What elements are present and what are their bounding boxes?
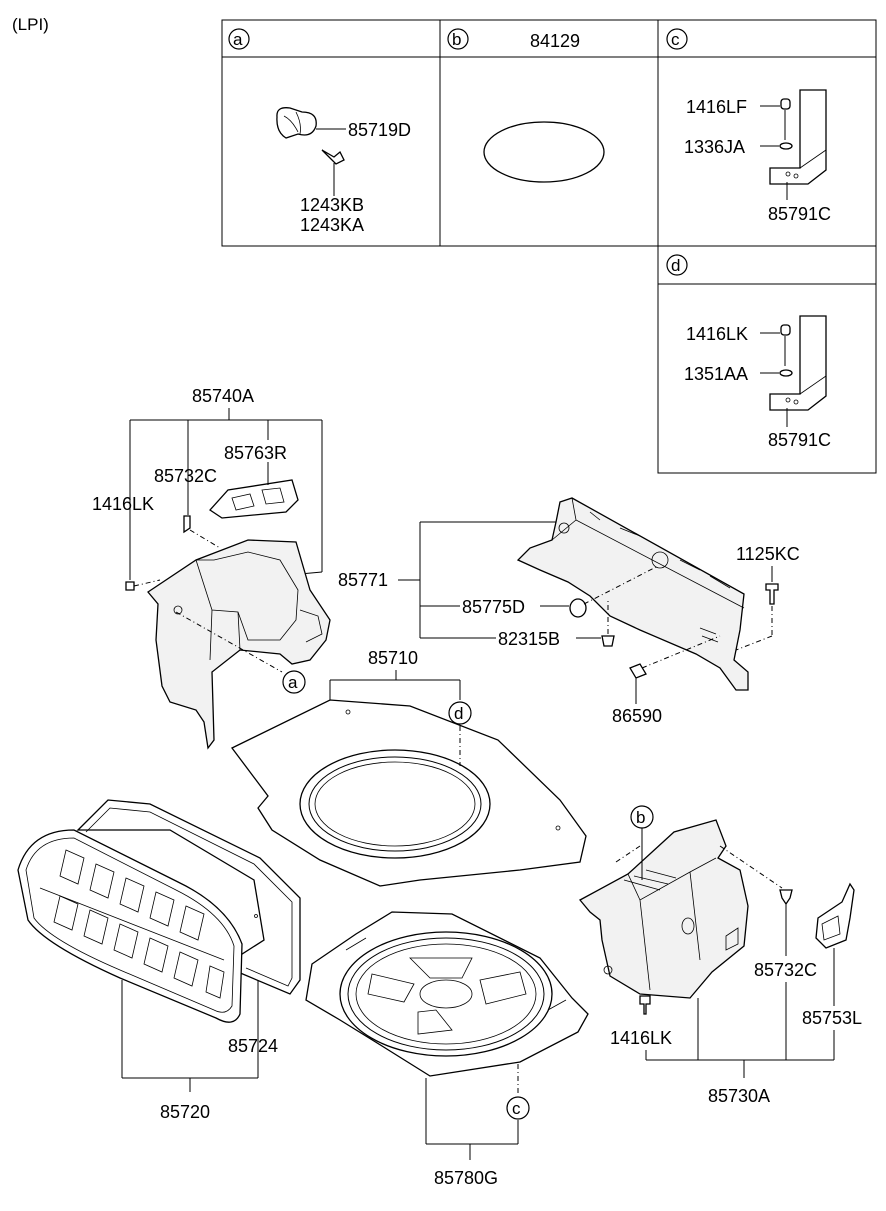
label-85771: 85771	[338, 570, 388, 590]
ref-circle-c-header	[666, 28, 688, 50]
label-85775D: 85775D	[462, 597, 525, 617]
ref-circle-d	[448, 701, 472, 725]
hook-part-85719D	[276, 107, 317, 139]
ref-circle-c-letter: c	[512, 1099, 521, 1118]
floor-board-85710	[231, 699, 587, 887]
detail-box-a: a 85719D 1243KB 1243KA	[228, 28, 411, 235]
label-1416LK-d: 1416LK	[686, 324, 748, 344]
label-85763R: 85763R	[224, 443, 287, 463]
left-trim-assembly: 85740A 85763R 85732C 1416LK	[92, 386, 331, 750]
label-1416LK-right: 1416LK	[610, 1028, 672, 1048]
ref-circle-b-header	[447, 28, 469, 50]
ref-circle-b-letter: b	[636, 808, 645, 827]
label-85719D: 85719D	[348, 120, 411, 140]
label-85710: 85710	[368, 648, 418, 668]
right-trim-85730A	[578, 819, 749, 999]
label-1336JA: 1336JA	[684, 137, 745, 157]
ref-circle-a	[282, 670, 306, 694]
label-85780G: 85780G	[434, 1168, 498, 1188]
ref-letter-b: b	[452, 30, 461, 49]
oval-cap-84129	[483, 121, 605, 183]
ref-circle-d-header	[666, 254, 688, 276]
ref-circle-b	[630, 805, 654, 829]
detail-box-b: b 84129	[447, 28, 605, 183]
detail-box-d: d 1416LK 1351AA 85791C	[657, 245, 877, 474]
label-1125KC: 1125KC	[736, 544, 800, 564]
ref-circle-a-letter: a	[288, 673, 298, 692]
fastener-82315B	[601, 635, 615, 647]
bracket-cover-85763R	[209, 479, 299, 519]
label-85791C-d: 85791C	[768, 430, 831, 450]
back-panel-assembly: 85771 85775D 82315B 1125KC 86590	[338, 497, 800, 726]
label-85740A: 85740A	[192, 386, 254, 406]
label-1416LF: 1416LF	[686, 97, 747, 117]
label-1243KB: 1243KB	[300, 195, 364, 215]
label-86590: 86590	[612, 706, 662, 726]
label-84129: 84129	[530, 31, 580, 51]
floor-board-assembly: 85710	[231, 648, 587, 887]
variant-label: (LPI)	[12, 15, 49, 34]
label-82315B: 82315B	[498, 629, 560, 649]
clip-85732C-right	[779, 889, 793, 906]
ref-circle-c	[506, 1096, 530, 1120]
bracket-85791C-c	[769, 89, 827, 185]
right-trim-assembly: 85732C 85753L 1416LK 85730A	[578, 819, 862, 1106]
bracket-85753L	[815, 882, 855, 949]
label-85791C-c: 85791C	[768, 204, 831, 224]
ref-circle-d-letter: d	[454, 704, 463, 723]
label-1243KA: 1243KA	[300, 215, 364, 235]
bolt-1125KC	[765, 583, 779, 605]
label-85732C-left: 85732C	[154, 466, 217, 486]
label-1416LK-left: 1416LK	[92, 494, 154, 514]
back-panel-85771	[516, 497, 749, 691]
detail-box-frame	[221, 19, 877, 247]
label-1351AA: 1351AA	[684, 364, 748, 384]
label-85732C-right: 85732C	[754, 960, 817, 980]
plug-85775D	[569, 598, 587, 618]
ref-circle-a	[228, 28, 250, 50]
detail-box-c: c 1416LF 1336JA 85791C	[666, 28, 831, 224]
nut-86590	[629, 663, 647, 679]
bracket-85791C-d	[769, 315, 827, 411]
tray-85780G	[305, 911, 589, 1077]
tray-assembly: 85780G	[305, 911, 589, 1188]
label-85753L: 85753L	[802, 1008, 862, 1028]
mat-85720	[17, 829, 243, 1023]
label-85730A: 85730A	[708, 1086, 770, 1106]
ref-letter-a: a	[233, 30, 243, 49]
mat-frame-85724	[76, 799, 301, 995]
detail-box-group-top: a 85719D 1243KB 1243KA b 84129 c	[221, 19, 877, 247]
mat-slots	[39, 849, 225, 999]
label-85720: 85720	[160, 1102, 210, 1122]
mat-assembly: 85724 85720	[17, 799, 301, 1122]
ref-letter-c: c	[671, 30, 680, 49]
ref-letter-d: d	[671, 256, 680, 275]
label-85724: 85724	[228, 1036, 278, 1056]
screw-1416LK-right	[639, 995, 651, 1015]
screw-part-1243KB	[321, 149, 345, 165]
